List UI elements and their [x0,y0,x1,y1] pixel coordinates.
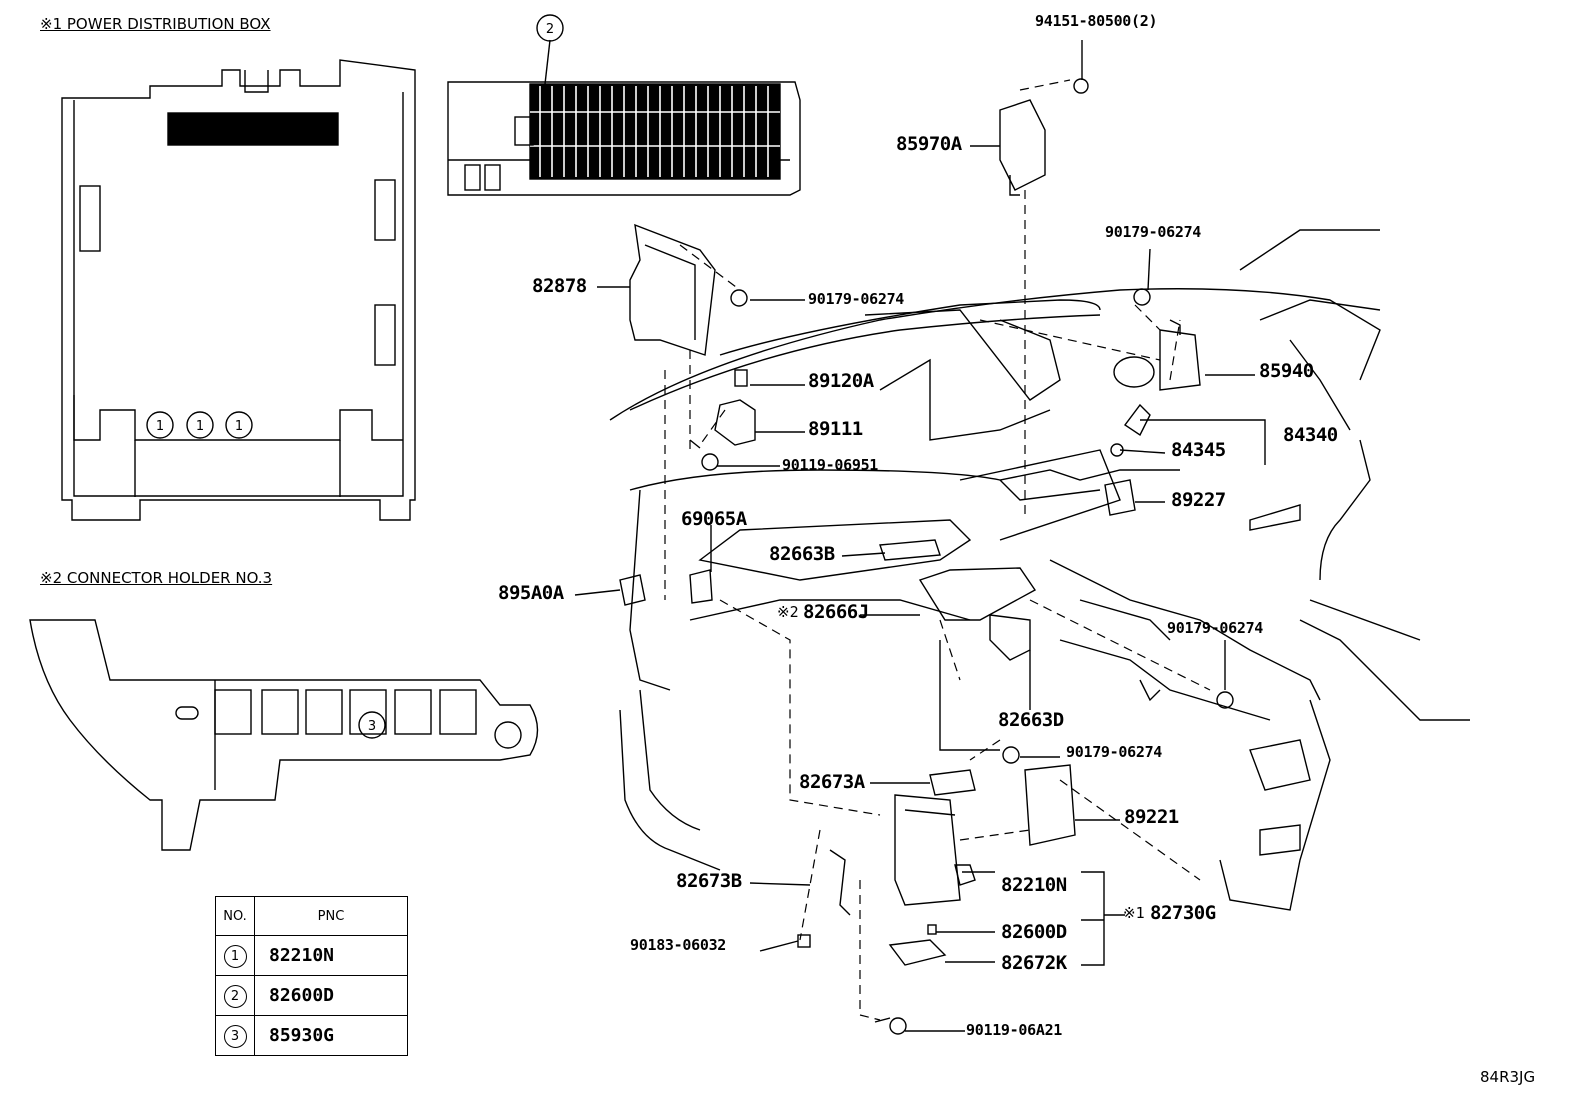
row-number: 3 [223,1024,247,1048]
part-label-89227[interactable]: 89227 [1171,489,1226,511]
part-label-69065a[interactable]: 69065A [681,508,747,530]
part-label-90179-a[interactable]: 90179-06274 [808,290,905,308]
table-row[interactable]: 1 82210N [215,935,408,976]
row-number: 2 [223,984,247,1008]
part-label-89111[interactable]: 89111 [808,418,863,440]
part-label-94151[interactable]: 94151-80500(2) [1035,12,1158,30]
callout-3: 3 [368,719,376,734]
row-pnc: 82210N [254,935,408,976]
part-label-82673a[interactable]: 82673A [799,771,865,793]
part-label-82600d[interactable]: 82600D [1001,921,1067,943]
header-no: NO. [215,896,255,936]
callout-circles [146,14,564,739]
table-row[interactable]: 2 82600D [215,975,408,1016]
power-distribution-box-drawing [61,59,416,521]
dashed-lines [664,79,1211,1021]
part-label-82672k[interactable]: 82672K [1001,952,1067,974]
part-label-90179-c[interactable]: 90179-06274 [1066,743,1163,761]
part-label-82730g-mark: ※1 [1123,904,1145,922]
callout-1-c: 1 [235,419,243,434]
part-label-82210n[interactable]: 82210N [1001,874,1067,896]
part-label-82730g[interactable]: 82730G [1150,902,1216,924]
part-label-82666j[interactable]: 82666J [803,601,869,623]
component-drawings [619,78,1234,1035]
pnc-table-header: NO. PNC [215,896,408,936]
part-label-85970a[interactable]: 85970A [896,133,962,155]
inset1-title: ※1 POWER DISTRIBUTION BOX [40,15,271,33]
part-label-895a0a[interactable]: 895A0A [498,582,564,604]
part-label-84345[interactable]: 84345 [1171,439,1226,461]
row-pnc: 82600D [254,975,408,1016]
row-no-cell: 3 [215,1015,255,1056]
row-pnc: 85930G [254,1015,408,1056]
row-number: 1 [223,944,247,968]
inset2-title: ※2 CONNECTOR HOLDER NO.3 [40,569,273,587]
leader-lines [544,39,1266,1032]
part-label-82663d[interactable]: 82663D [998,709,1064,731]
dashboard-outline [609,229,1470,911]
callout-1-a: 1 [156,419,164,434]
callout-numbers: 1 1 1 2 3 [156,22,554,734]
part-label-84340[interactable]: 84340 [1283,424,1338,446]
row-no-cell: 1 [215,935,255,976]
connector-holder-drawing [29,619,539,851]
part-label-82878[interactable]: 82878 [532,275,587,297]
part-label-90179-top[interactable]: 90179-06274 [1105,223,1202,241]
connector-block-drawing [447,81,801,196]
illustration-code: 84R3JG [1480,1068,1536,1086]
part-label-90179-b[interactable]: 90179-06274 [1167,619,1264,637]
part-label-89120a[interactable]: 89120A [808,370,874,392]
part-label-89221[interactable]: 89221 [1124,806,1179,828]
part-label-90119-06a21[interactable]: 90119-06A21 [966,1021,1063,1039]
callout-2: 2 [546,22,554,37]
part-label-90183[interactable]: 90183-06032 [630,936,727,954]
pnc-table: NO. PNC 1 82210N 2 82600D 3 85930G [215,896,408,1056]
part-label-82673b[interactable]: 82673B [676,870,742,892]
row-no-cell: 2 [215,975,255,1016]
part-label-82666j-mark: ※2 [777,603,799,621]
table-row[interactable]: 3 85930G [215,1015,408,1056]
part-label-90119-06951[interactable]: 90119-06951 [782,456,879,474]
part-label-85940[interactable]: 85940 [1259,360,1314,382]
header-pnc: PNC [254,896,408,936]
callout-1-b: 1 [196,419,204,434]
part-label-82663b[interactable]: 82663B [769,543,835,565]
